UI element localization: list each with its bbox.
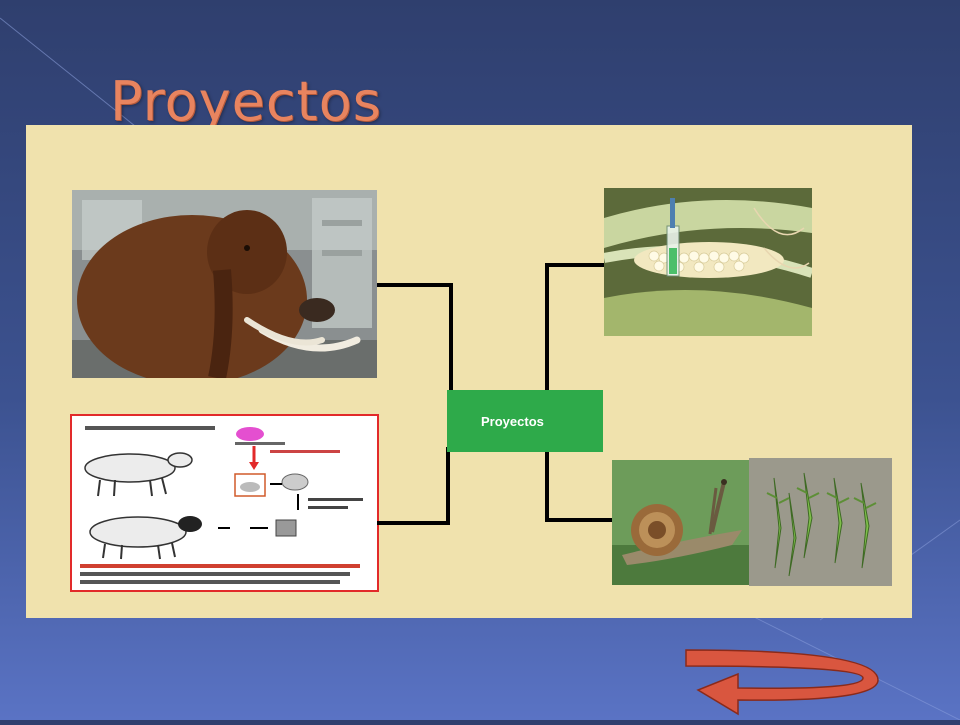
- diagram-panel: Proyectos: [26, 125, 912, 618]
- center-node: Proyectos: [447, 390, 603, 452]
- lizards-photo-icon: [749, 458, 892, 586]
- cloning-diagram-icon: [70, 414, 379, 592]
- connector-lines: [377, 263, 612, 525]
- mammoth-photo-icon: [72, 190, 377, 378]
- center-node-label: Proyectos: [481, 413, 544, 429]
- corn-syringe-photo-icon: [604, 188, 812, 336]
- return-arrow-icon[interactable]: [678, 640, 888, 720]
- slide-title: Proyectos: [110, 70, 382, 133]
- snail-photo-icon: [612, 460, 750, 585]
